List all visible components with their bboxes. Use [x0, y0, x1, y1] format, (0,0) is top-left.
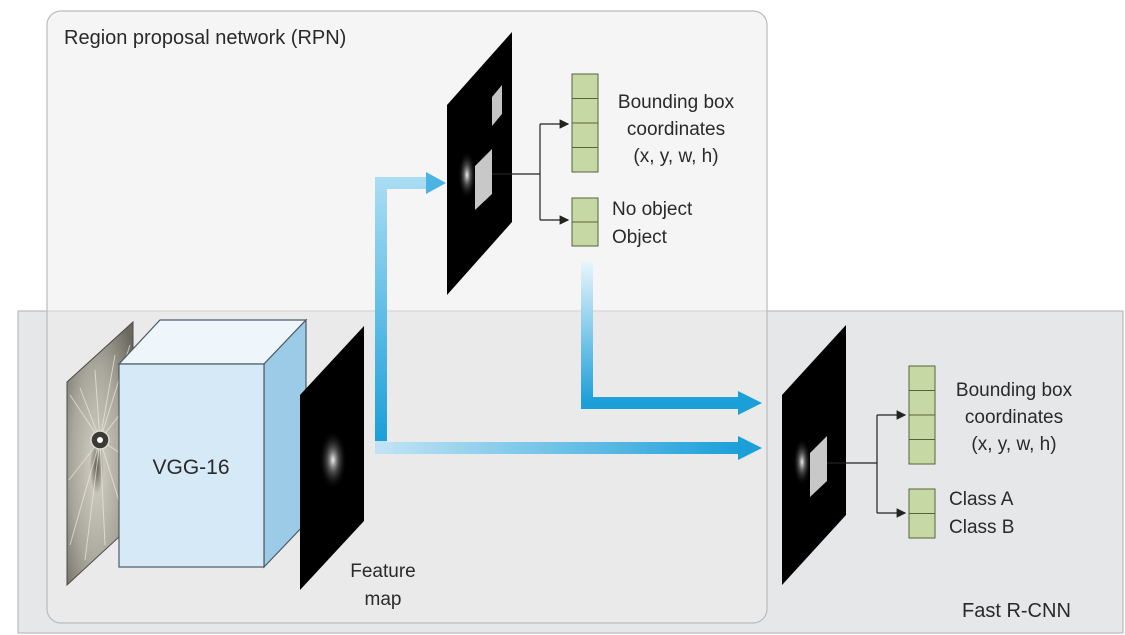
rpn-feature-map [447, 32, 512, 295]
fastrcnn-bbox-label-line1: Bounding box [956, 380, 1073, 401]
arrow-feature-to-rpn [375, 177, 428, 441]
arrow-feature-to-fastrcnn-head [738, 436, 762, 460]
rpn-bbox-cell [571, 98, 599, 124]
feature-map-label-line1: Feature [350, 561, 415, 582]
fastrcnn-head-connectors [827, 410, 907, 518]
vgg16-block: VGG-16 [117, 318, 308, 569]
rpn-bbox-vector [571, 73, 599, 173]
rpn-class-label-line1: No object [612, 199, 693, 220]
rpn-class-label-line2: Object [612, 227, 668, 248]
fastrcnn-bbox-cell [908, 439, 936, 465]
feature-map-label-line2: map [365, 589, 402, 610]
rpn-bbox-cell [571, 147, 599, 173]
flow-arrows [375, 172, 762, 460]
fastrcnn-roi-box [810, 436, 827, 497]
fastrcnn-bbox-vector [908, 365, 936, 465]
fastrcnn-class-label-line2: Class B [949, 517, 1014, 538]
rpn-anchor-box-large [475, 149, 492, 210]
rpn-objectness-vector [571, 197, 599, 247]
rpn-title: Region proposal network (RPN) [64, 27, 346, 49]
fastrcnn-class-label-line1: Class A [949, 489, 1014, 510]
fastrcnn-bbox-label-line3: (x, y, w, h) [971, 434, 1056, 455]
fastrcnn-class-cell [908, 488, 936, 514]
feature-map [300, 326, 364, 590]
fastrcnn-bbox-cell [908, 365, 936, 391]
arrow-rpn-proposals-to-fastrcnn [581, 262, 742, 409]
fastrcnn-class-cell [908, 513, 936, 539]
rpn-bbox-cell [571, 73, 599, 99]
rpn-objectness-cell [571, 197, 599, 223]
rpn-anchor-box-small [492, 85, 502, 126]
arrow-feature-to-rpn-head [426, 172, 446, 194]
fastrcnn-feature-map [782, 325, 846, 585]
rpn-bbox-label-line1: Bounding box [618, 92, 735, 113]
vgg16-label: VGG-16 [152, 456, 229, 479]
vgg16-side [263, 318, 307, 569]
fastrcnn-class-vector [908, 488, 936, 539]
input-image [66, 320, 134, 587]
fast-rcnn-title: Fast R-CNN [962, 600, 1071, 622]
fastrcnn-bbox-cell [908, 390, 936, 416]
rpn-bbox-label-line3: (x, y, w, h) [633, 146, 718, 167]
arrow-feature-to-fastrcnn [375, 441, 742, 454]
fastrcnn-bbox-label-line2: coordinates [965, 407, 1063, 428]
rpn-head-connectors [492, 119, 570, 225]
vgg16-front [118, 363, 265, 568]
rpn-bbox-label-line2: coordinates [627, 119, 725, 140]
fastrcnn-bbox-cell [908, 414, 936, 440]
arrow-rpn-proposals-head [738, 391, 762, 415]
rpn-objectness-cell [571, 221, 599, 247]
rpn-bbox-cell [571, 122, 599, 148]
